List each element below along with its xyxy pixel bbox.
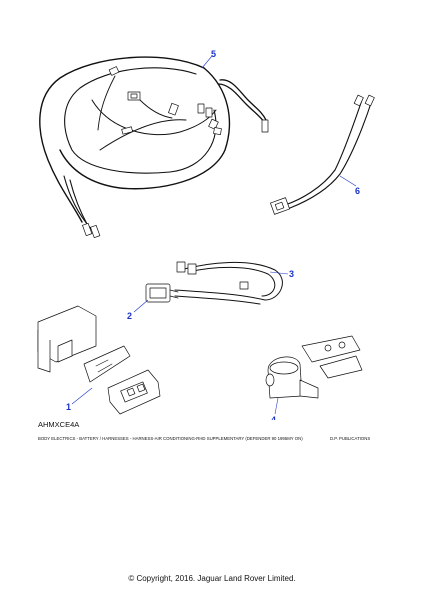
callout-1-label: 1: [66, 402, 71, 412]
callout-6: 6: [339, 175, 360, 196]
bracket-assembly: [37, 305, 161, 415]
harness-main-loop: [39, 56, 267, 231]
callout-3: 3: [269, 269, 294, 279]
callout-4-label: 4: [271, 415, 276, 420]
callout-4: 4: [271, 397, 279, 420]
callout-5-label: 5: [211, 49, 216, 59]
pressure-switch: [265, 335, 363, 399]
callout-2-label: 2: [127, 311, 132, 321]
callout-2: 2: [127, 299, 149, 321]
harness-branch: [270, 94, 375, 215]
callout-3-label: 3: [289, 269, 294, 279]
publisher-label: D.P. PUBLICATIONS: [330, 436, 371, 441]
callout-1: 1: [66, 387, 93, 412]
figure-code: AHMXCE4A: [38, 420, 80, 429]
callout-5: 5: [201, 49, 216, 69]
parts-diagram: 1 2 3 4 5 6: [37, 49, 375, 420]
relay: [145, 283, 179, 303]
figure-caption: BODY ELECTRICS - BATTERY / HARNESSES - H…: [38, 436, 303, 441]
copyright-notice: © Copyright, 2016. Jaguar Land Rover Lim…: [128, 574, 296, 583]
harness-short: [174, 261, 283, 305]
callout-6-label: 6: [355, 186, 360, 196]
harness-connectors: [82, 66, 269, 239]
